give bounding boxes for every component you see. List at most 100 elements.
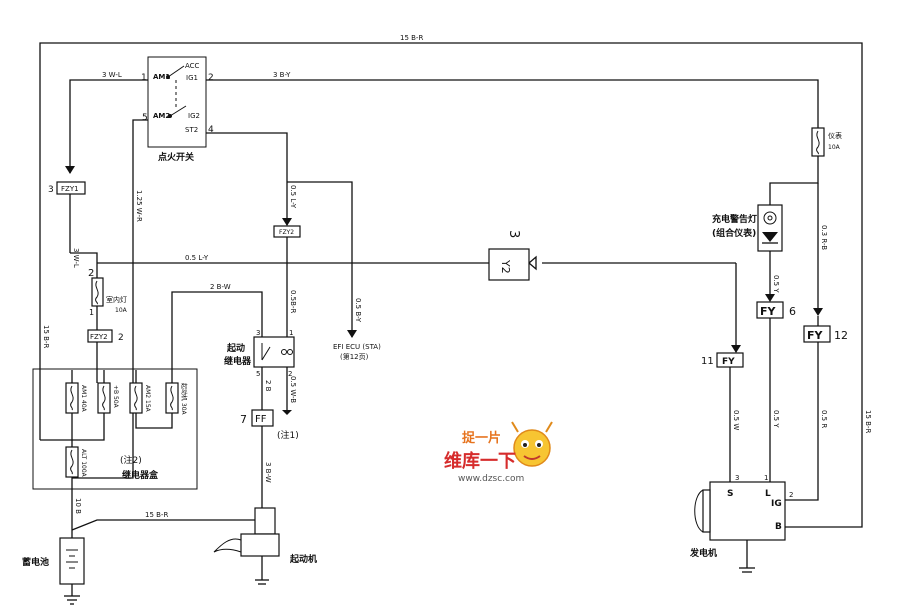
- relay-label: 起动: [226, 342, 245, 354]
- starter-label: 起动机: [289, 553, 317, 565]
- fuse-starter-label: 起动机 30A: [180, 383, 188, 416]
- connector-fzy2: [87, 329, 113, 343]
- connector-fy11-label: FY: [722, 357, 735, 367]
- generator: [694, 481, 786, 573]
- label-wire-ig1: 3 B-Y: [273, 71, 291, 79]
- fuse-am2-label: AM2 15A: [144, 385, 151, 413]
- meter-fuse-label: 仪表: [828, 131, 842, 140]
- connector-fzy2-mid-label: FZY2: [279, 229, 294, 236]
- lamp-label: 充电警告灯: [712, 213, 757, 225]
- wire-box-b: [72, 413, 105, 441]
- dome-pin2: 2: [88, 268, 94, 279]
- dome-fuse-rating: 10A: [115, 307, 128, 314]
- dome-pin1: 1: [89, 308, 94, 317]
- gen-terminal-b: B: [775, 522, 782, 532]
- fuse-alt-label: ALT 100A: [80, 449, 87, 478]
- arrow-y2: [528, 255, 537, 271]
- gen-terminal-ig: IG: [771, 499, 782, 509]
- connector-ff-label: FF: [255, 414, 267, 425]
- wire-ig1: [206, 79, 819, 128]
- label-wire-starter-feed: 15 B-R: [145, 511, 168, 519]
- switch-name: 点火开关: [158, 151, 194, 163]
- label-efi-page: (第12页): [340, 352, 369, 361]
- switch-pin5: 5: [142, 113, 148, 123]
- wire-b-w: [171, 291, 263, 383]
- arrow-fy11: [731, 345, 741, 353]
- switch-acc: ACC: [185, 62, 200, 70]
- label-wire-top: 15 B-R: [400, 34, 423, 42]
- arrow-fy12: [813, 308, 823, 316]
- dome-fuse-label: 室内灯: [106, 295, 127, 304]
- switch-pin1: 1: [141, 73, 147, 83]
- battery: [59, 537, 85, 605]
- label-wire-w-r: 1.25 W-R: [135, 190, 143, 222]
- label-wire-am1: 3 W-L: [102, 71, 122, 79]
- relay-label-2: 继电器: [224, 355, 252, 367]
- connector-fy11-pin: 11: [701, 356, 714, 367]
- wire-box-am2: [135, 413, 173, 429]
- wire-starter-feed: [71, 519, 255, 531]
- label-wire-b-w: 2 B-W: [210, 283, 231, 291]
- wire-box-left: [40, 413, 73, 441]
- connector-fy12: [803, 325, 831, 343]
- gen-pin1: 1: [764, 474, 768, 482]
- gen-pin2: 2: [789, 491, 793, 499]
- label-wire-starter: 3 B-W: [264, 462, 272, 483]
- switch-ig1: IG1: [186, 74, 198, 82]
- watermark-url: www.dzsc.com: [458, 474, 524, 484]
- label-wire-efi: 0.5 B-Y: [354, 298, 362, 323]
- switch-pin2: 2: [208, 73, 214, 83]
- starter-relay: [253, 336, 295, 368]
- label-wire-fy6-gen: 0.5 Y: [772, 410, 780, 428]
- wire-ly: [70, 252, 98, 263]
- starter-motor: [213, 507, 280, 585]
- wire-efi: [287, 181, 353, 337]
- connector-y2-pin: 3: [506, 230, 521, 238]
- switch-contact-1: [167, 65, 185, 78]
- lamp-label-2: (组合仪表): [712, 227, 756, 239]
- dome-fuse-element: [95, 280, 99, 305]
- label-wire-relay-coil: 2 B: [264, 380, 272, 392]
- wire-am2: [72, 119, 148, 479]
- label-wire-fy12-gen: 0.5 R: [820, 410, 828, 428]
- label-wire-relay-out: 0.5B-R: [289, 290, 297, 313]
- generator-label: 发电机: [689, 547, 717, 559]
- ignition-switch: AM1 ACC IG1 AM2 IG2 ST2: [147, 56, 207, 148]
- label-efi: EFI ECU (STA): [333, 343, 381, 351]
- switch-pivot-2: [168, 114, 172, 118]
- note1-label: (注1): [277, 429, 299, 441]
- gen-terminal-l: L: [765, 489, 771, 499]
- relay-pin5: 5: [256, 370, 260, 378]
- meter-fuse-rating: 10A: [828, 144, 841, 151]
- connector-fzy1-label: FZY1: [61, 185, 79, 193]
- connector-fzy2-label: FZY2: [90, 333, 108, 341]
- fuse-am1-label: AM1 40A: [80, 385, 87, 413]
- label-wire-fy11-gen: 0.5 W: [732, 410, 740, 430]
- relay-pin3: 3: [256, 329, 260, 337]
- relay-box-note: (注2): [120, 454, 142, 466]
- connector-ff-pin: 7: [240, 413, 247, 426]
- connector-y2-label: Y2: [499, 259, 512, 274]
- switch-contact-2: [169, 105, 187, 117]
- battery-label: 蓄电池: [22, 556, 49, 568]
- connector-fzy2-pin: 2: [118, 333, 124, 343]
- connector-fzy1-pin: 3: [48, 185, 54, 195]
- wire-fy12-gen: [785, 342, 819, 501]
- watermark-line2: 维库一下: [444, 450, 516, 472]
- arrow-fzy2-mid: [282, 218, 292, 226]
- label-wire-lamp-out: 0.5 Y: [772, 275, 780, 293]
- arrow-fy6: [765, 294, 775, 302]
- relay-box-name: 继电器盒: [122, 469, 159, 481]
- switch-st2: ST2: [185, 126, 198, 134]
- connector-fy6-label: FY: [760, 305, 777, 318]
- wire-top-loop: [39, 42, 863, 528]
- switch-am1: AM1: [153, 73, 170, 81]
- relay-pin1: 1: [289, 329, 293, 337]
- connector-fy6-pin: 6: [789, 305, 796, 318]
- connector-fzy1: [56, 181, 86, 195]
- switch-ig2: IG2: [188, 112, 200, 120]
- fuse-b-label: +B 50A: [112, 385, 119, 409]
- switch-pivot-1: [166, 75, 170, 79]
